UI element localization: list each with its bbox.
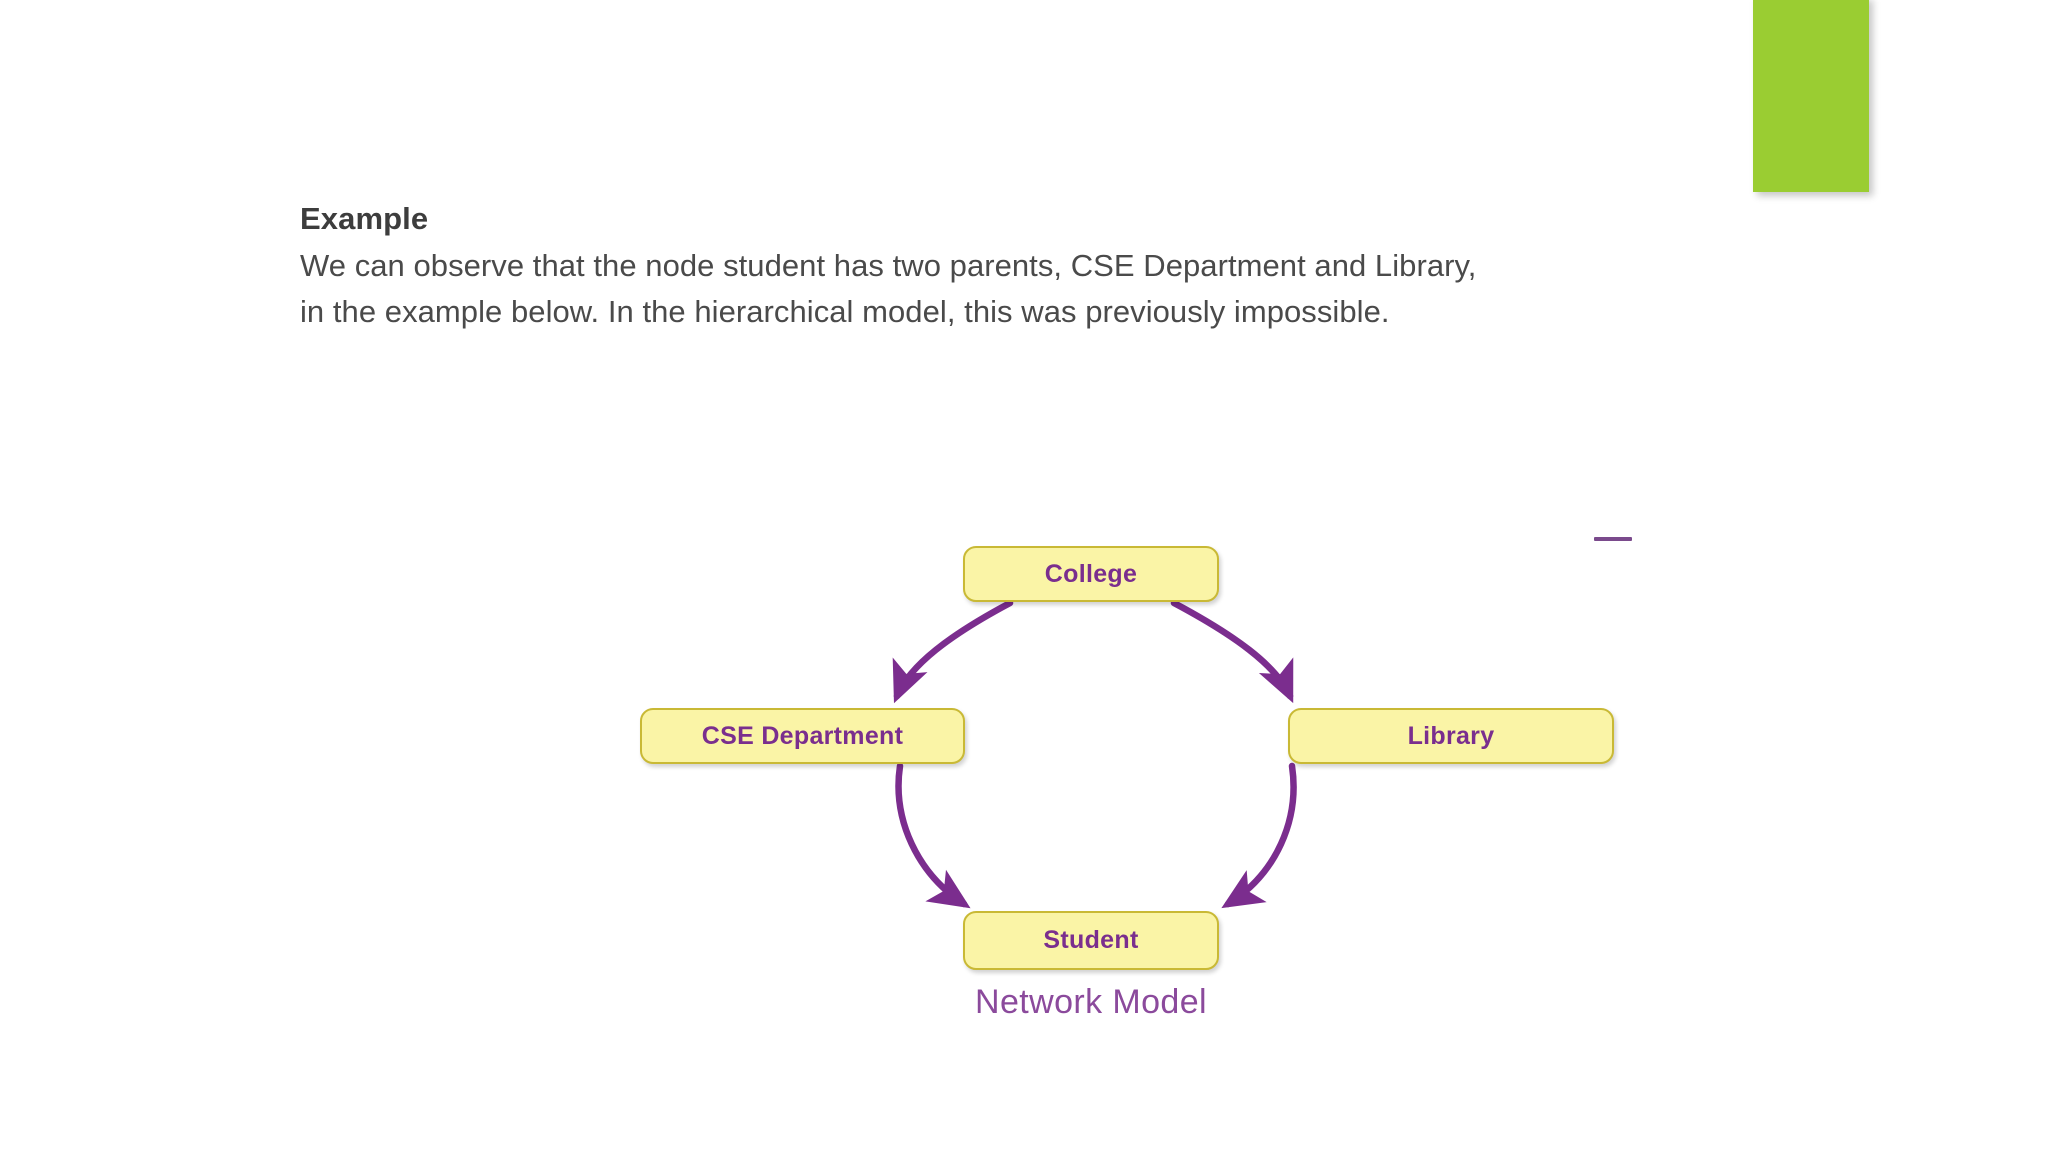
diagram-arrows-layer [892,599,1297,909]
stray-dash-mark [1594,537,1632,541]
diagram-node-library-label: Library [1407,721,1495,750]
diagram-node-college[interactable]: College [963,546,1219,602]
edge-college-to-library [1170,599,1294,704]
diagram-node-library[interactable]: Library [1288,708,1614,764]
diagram-node-cse-department-label: CSE Department [701,721,904,750]
diagram-node-college-label: College [1044,559,1138,588]
paragraph-line-2: in the example below. In the hierarchica… [300,294,1390,329]
edge-library-to-student [1221,762,1297,909]
diagram-caption: Network Model [975,983,1207,1021]
diagram-node-student-label: Student [1043,926,1139,954]
edge-college-to-cse [892,599,1014,704]
body-paragraph: We can observe that the node student has… [300,243,1530,335]
accent-block-green [1753,0,1869,192]
page-title: Example [300,201,429,236]
slide-text-block: Example We can observe that the node stu… [300,196,1530,335]
network-model-diagram: College CSE Department Library Student N… [600,500,1660,1060]
diagram-node-student[interactable]: Student [963,911,1219,970]
edge-cse-to-student [895,762,971,909]
diagram-node-cse-department[interactable]: CSE Department [640,708,965,764]
paragraph-line-1: We can observe that the node student has… [300,248,1477,283]
